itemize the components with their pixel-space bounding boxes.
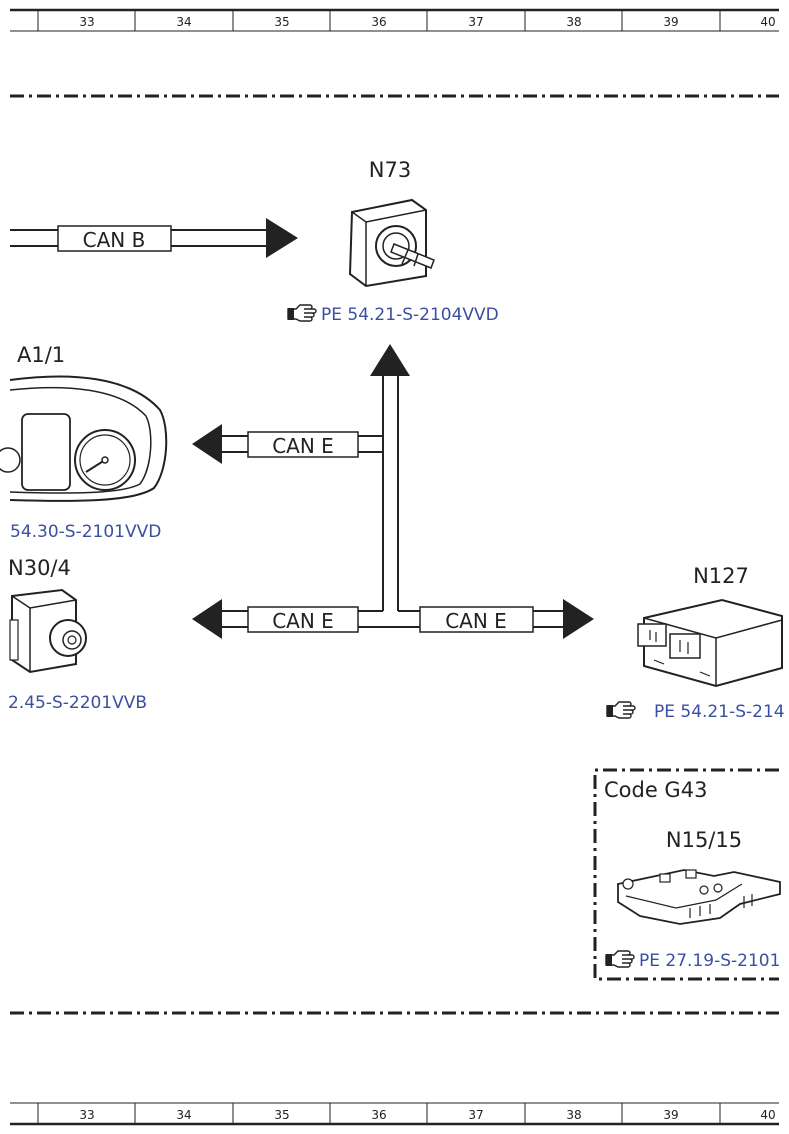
ignition-lock-icon	[348, 198, 435, 288]
can-e-bus: CAN E CAN E CAN E	[192, 344, 594, 639]
can-e-label-box-lower-right	[419, 606, 534, 633]
top-ruler: 33 34 35 36 37 38 39 40	[10, 8, 779, 32]
ruler-col-33: 33	[79, 15, 94, 29]
code-g43-label: Code G43	[604, 778, 707, 802]
can-e-label-upper: CAN E	[272, 434, 334, 458]
ruler-col-35: 35	[274, 1108, 289, 1122]
ruler-col-34: 34	[176, 15, 191, 29]
arrow-right-icon	[563, 599, 594, 639]
ruler-col-33: 33	[79, 1108, 94, 1122]
can-e-label-box-lower-left	[247, 606, 359, 633]
arrow-right-icon	[266, 218, 298, 258]
n15-15-label: N15/15	[666, 828, 742, 852]
pointing-hand-icon	[287, 304, 317, 322]
n30-4-component: N30/4 2.45-S-2201VVB	[8, 556, 147, 713]
n73-ref: PE 54.21-S-2104VVD	[321, 305, 499, 325]
n127-label: N127	[693, 564, 749, 588]
n30-4-ref: 2.45-S-2201VVB	[8, 693, 147, 713]
code-g43-box: Code G43 N15/15 PE 27.19-S-2101	[593, 768, 781, 981]
ruler-col-39: 39	[663, 15, 678, 29]
instrument-cluster-icon	[0, 375, 168, 502]
n73-label: N73	[369, 158, 411, 182]
arrow-left-icon	[192, 424, 222, 464]
n15-15-ref: PE 27.19-S-2101	[639, 951, 780, 971]
ruler-col-37: 37	[468, 1108, 483, 1122]
ruler-col-36: 36	[371, 15, 386, 29]
ruler-col-40: 40	[760, 15, 775, 29]
can-e-label-lower-right: CAN E	[445, 609, 507, 633]
can-b-label: CAN B	[83, 228, 146, 252]
n127-ref: PE 54.21-S-214	[654, 702, 785, 722]
can-e-label-box-upper	[247, 431, 359, 458]
ruler-col-38: 38	[566, 1108, 581, 1122]
ruler-col-38: 38	[566, 15, 581, 29]
powertrain-control-unit-icon	[637, 598, 783, 688]
a1-1-ref: 54.30-S-2101VVD	[10, 522, 161, 542]
n30-4-label: N30/4	[8, 556, 71, 580]
can-e-label-lower-left: CAN E	[272, 609, 334, 633]
ruler-col-34: 34	[176, 1108, 191, 1122]
transmission-control-unit-icon	[617, 869, 781, 925]
can-b-line: CAN B	[10, 218, 298, 258]
a1-1-component: A1/1 54.30-S-2101VVD	[0, 343, 168, 542]
arrow-left-icon	[192, 599, 222, 639]
bottom-ruler: 33 34 35 36 37 38 39 40	[10, 1102, 779, 1126]
esp-control-unit-icon	[9, 588, 87, 674]
can-b-label-box	[57, 225, 172, 252]
n73-component: N73 PE 54.21-S-2104VVD	[287, 158, 499, 325]
ruler-col-35: 35	[274, 15, 289, 29]
arrow-up-icon	[370, 344, 410, 376]
ruler-col-39: 39	[663, 1108, 678, 1122]
ruler-col-36: 36	[371, 1108, 386, 1122]
pointing-hand-icon	[606, 701, 636, 719]
a1-1-label: A1/1	[17, 343, 65, 367]
pointing-hand-icon	[605, 950, 635, 968]
n127-component: N127 PE 54.21-S-214	[606, 564, 785, 722]
ruler-col-40: 40	[760, 1108, 775, 1122]
ruler-col-37: 37	[468, 15, 483, 29]
